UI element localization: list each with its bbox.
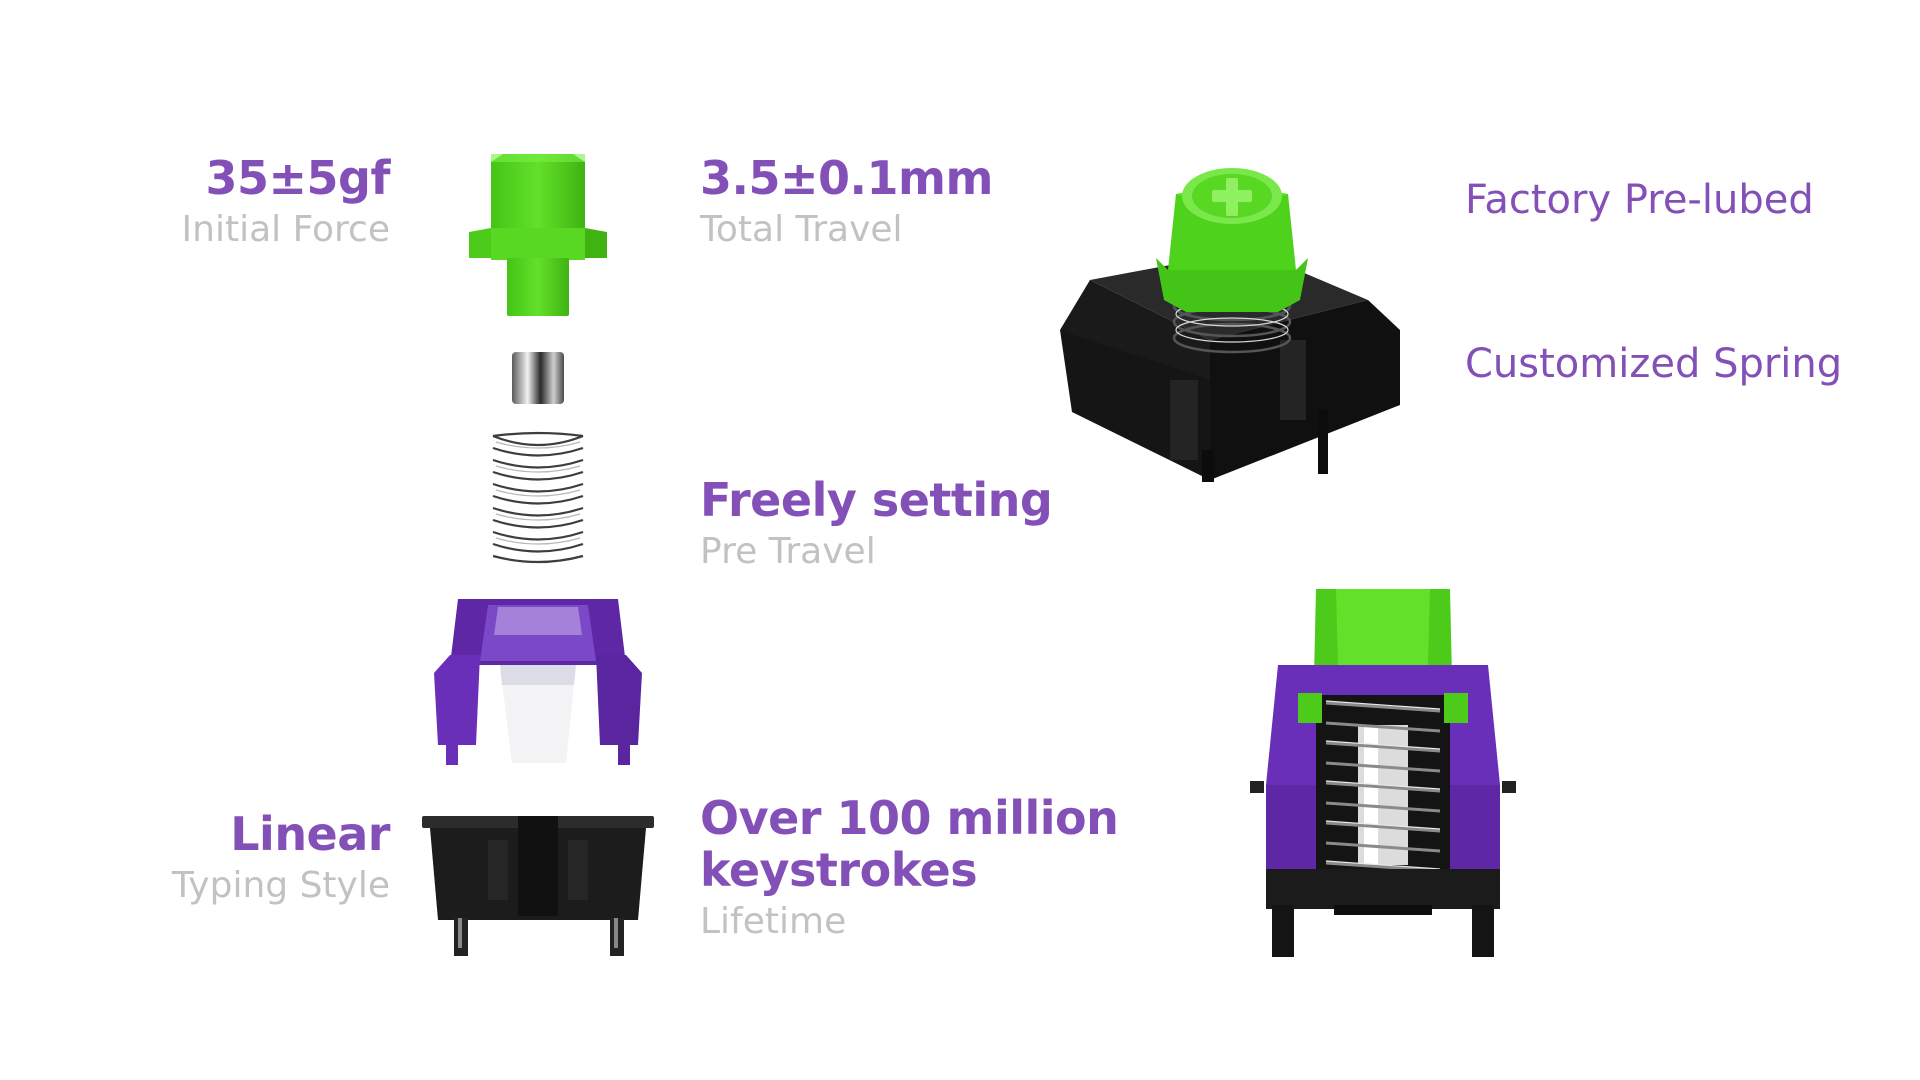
spec-total-travel: 3.5±0.1mm Total Travel (700, 152, 993, 254)
pre-travel-label: Pre Travel (700, 531, 876, 572)
magnet-icon (512, 352, 564, 404)
spec-lifetime: Over 100 million keystrokes Lifetime (700, 791, 1119, 946)
spring-icon (492, 431, 584, 564)
typing-style-label: Typing Style (171, 865, 390, 906)
lifetime-value-line2: keystrokes (700, 843, 978, 897)
pre-travel-value: Freely setting (700, 473, 1053, 527)
initial-force-label: Initial Force (181, 209, 390, 250)
spec-pre-travel: Freely setting Pre Travel (700, 473, 1053, 576)
top-housing-icon (434, 599, 642, 765)
spec-typing-style: Linear Typing Style (171, 807, 391, 910)
lifetime-label: Lifetime (700, 901, 847, 942)
bottom-housing-icon (422, 816, 654, 956)
assembled-switch-front-icon (1250, 589, 1516, 957)
feature-pre-lubed: Factory Pre-lubed (1465, 177, 1814, 223)
switch-stem-icon (469, 154, 607, 316)
lifetime-value-line1: Over 100 million (700, 791, 1119, 845)
feature-customized-spring: Customized Spring (1465, 341, 1843, 387)
assembled-switch-top-icon (1060, 168, 1400, 482)
total-travel-label: Total Travel (700, 209, 903, 250)
typing-style-value: Linear (230, 807, 390, 861)
initial-force-value: 35±5gf (205, 151, 390, 205)
spec-initial-force: 35±5gf Initial Force (181, 151, 391, 254)
total-travel-value: 3.5±0.1mm (700, 151, 993, 205)
